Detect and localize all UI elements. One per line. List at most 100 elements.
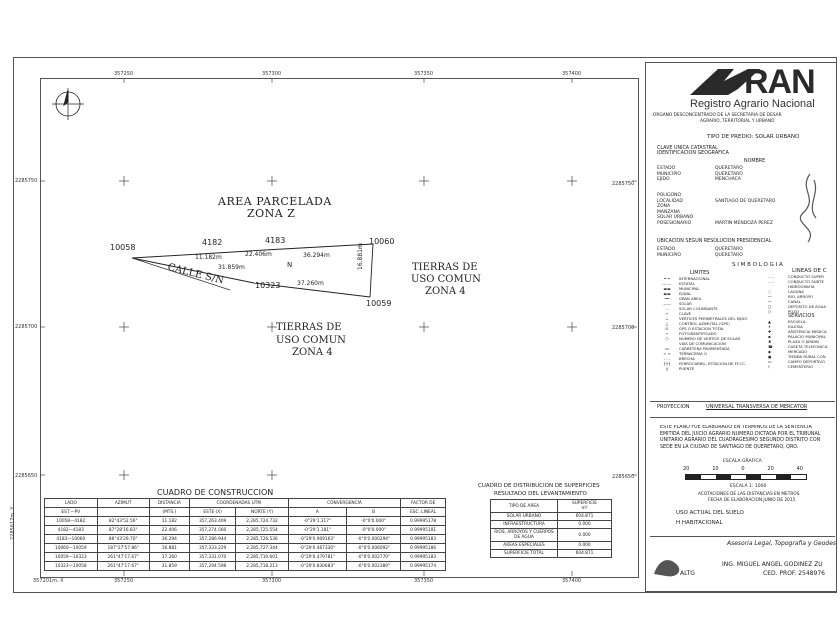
cell-azimut: 261°47'17.67": [96, 552, 150, 562]
cell-azimut: 82°43'52.56": [96, 516, 150, 526]
legend-item: LAGUNA: [788, 289, 804, 294]
h-tipo-area: TIPO DE AREA: [490, 499, 558, 513]
legend-item: MERCADO: [788, 349, 808, 354]
triangle-icon: △: [665, 321, 669, 326]
legend-item: EJIDAL: [679, 291, 692, 296]
lineas-title: LINEAS DE C: [792, 268, 827, 274]
legend-item: PLAZA O JARDIN: [788, 339, 819, 344]
legend-symbol: —·—: [662, 281, 672, 286]
cell-b: -0°0'0.002770": [345, 552, 402, 562]
bridge-icon: )(: [665, 366, 669, 371]
info-key: MUNICIPIO: [657, 171, 681, 177]
legend-item: CONTROL AZIMUTAL (GPS): [679, 321, 730, 326]
map-drawing: [40, 78, 637, 576]
church-icon: ✝: [768, 324, 772, 329]
northing-right-3: 2285650: [612, 474, 635, 480]
tierras-right-3: ZONA 4: [425, 286, 466, 297]
info-key: ESTADO: [657, 247, 676, 252]
north-label: N: [287, 261, 293, 269]
grid-crosses: [119, 176, 577, 480]
legend-symbol: ▬▬: [663, 291, 671, 296]
cell-este: 357,333.229: [188, 543, 237, 553]
grid-ticks: [40, 78, 637, 576]
construccion-table: LADO AZIMUT DISTANCIA COORDENADAS UTM CO…: [44, 498, 446, 571]
legend-item: PALACIO MUNICIPAL: [788, 334, 826, 339]
proyeccion-value: UNIVERSAL TRANSVERSA DE MERCATOR: [706, 404, 808, 410]
cedula-prof: CED. PROF. 2548976: [763, 570, 825, 577]
legend-symbol: ⊥: [665, 316, 669, 321]
proyeccion-key: PROYECCION: [657, 404, 690, 410]
legend-item: CANAL: [788, 299, 801, 304]
legend-item: BRECHA: [679, 356, 695, 361]
info-value: MENCHACA: [715, 177, 741, 182]
legend-symbol: - -: [665, 306, 669, 311]
org-name: Registro Agrario Nacional: [690, 98, 815, 110]
legend-item: VIAS DE COMUNICACION: [679, 341, 726, 346]
circle-icon: ○: [665, 336, 669, 341]
h-factor: FACTOR DE: [400, 498, 446, 508]
legend-item: CARRETERA PAVIMENTADA: [679, 346, 730, 351]
info-value: QUERETARO: [715, 252, 743, 258]
cell-a: -0°29'1.181": [287, 525, 347, 535]
circle-icon: ⊙: [665, 326, 669, 331]
symbol-list-right: - - -CONDUCTO SUPER - - -CONDUCTO SUBTE …: [768, 274, 834, 369]
cross-icon: †: [768, 364, 770, 369]
divider-2: [650, 417, 835, 418]
cell-a: -0°29'0.830683": [287, 561, 347, 571]
cell-este: 357,286.944: [188, 534, 237, 544]
cell-valor: 0.000: [557, 528, 612, 542]
cell-tipo: RIOS, ARROYOS Y CUERPOS DE AGUA: [490, 528, 558, 542]
legend-item: CAMPO DEPORTIVO: [788, 359, 825, 364]
cell-b: -0°0'0.002389": [345, 561, 402, 571]
northing-right-2: 2285700: [612, 325, 635, 331]
legend-symbol: ◌: [768, 289, 772, 294]
easting-top-3: 357350: [414, 71, 434, 77]
cell-a: -0°29'0.479781": [287, 552, 347, 562]
northing-right-1: 2285750: [612, 181, 635, 187]
north-arrow-icon: [52, 88, 84, 120]
divider-1: [650, 401, 835, 402]
easting-top-2: 357300: [262, 71, 282, 77]
cell-f: 0.99995186: [400, 543, 446, 553]
h-convergencia: CONVERGENCIA: [287, 498, 402, 508]
info-key: ZONA: [657, 204, 671, 209]
table-row: 10058—4182 82°43'52.56" 11.182 357,263.4…: [44, 516, 446, 526]
engineer-name: ING. MIGUEL ANGEL GODINEZ ZU: [722, 561, 823, 568]
vertex-4182: 4182: [202, 238, 223, 247]
legend-item: GRAN AREA: [679, 296, 702, 301]
cell-norte: 2,285,727.344: [235, 543, 289, 553]
legend-item: CEMENTERIO: [788, 364, 814, 369]
h-dist-unit: (MTS.): [148, 507, 190, 517]
table-row: 10060—10059 187°27'57.86" 16.881 357,333…: [44, 543, 446, 553]
vertex-10058: 10058: [110, 243, 136, 252]
distance-6: 16.881m: [357, 243, 364, 270]
vertex-10323: 10323: [255, 281, 281, 290]
legend-item: INTERNACIONAL: [679, 276, 710, 281]
legend-item: TIENDA RURAL CON: [788, 354, 826, 359]
easting-bottom-3: 357350: [414, 578, 434, 584]
northing-left-2: 2285700: [15, 324, 38, 330]
info-value: QUERETARO: [715, 247, 743, 252]
legend-item: GPS O ESTACION TOTAL: [679, 326, 725, 331]
legend-symbol: = =: [663, 351, 671, 356]
cell-valor: 0.000: [557, 541, 612, 550]
cell-norte: 2,285,724.732: [235, 516, 289, 526]
legend-item: PUENTE: [679, 366, 695, 371]
field-icon: ▭: [768, 359, 772, 364]
market-icon: ◆: [768, 349, 771, 354]
tierras-right-2: USO COMUN: [411, 274, 481, 285]
corner-x-label: 357201m. X: [33, 578, 64, 584]
easting-bottom-2: 357300: [262, 578, 282, 584]
cell-lado: 10323—10058: [44, 561, 98, 571]
h-b: B: [345, 507, 402, 517]
table-row: 4182—4183 87°28'16.83" 22.406 357,274.56…: [44, 525, 446, 535]
info-key: MANZANA: [657, 209, 680, 215]
simbologia-title: S I M B O L O G I A: [732, 262, 783, 268]
legend-item: ESCUELA: [788, 319, 806, 324]
